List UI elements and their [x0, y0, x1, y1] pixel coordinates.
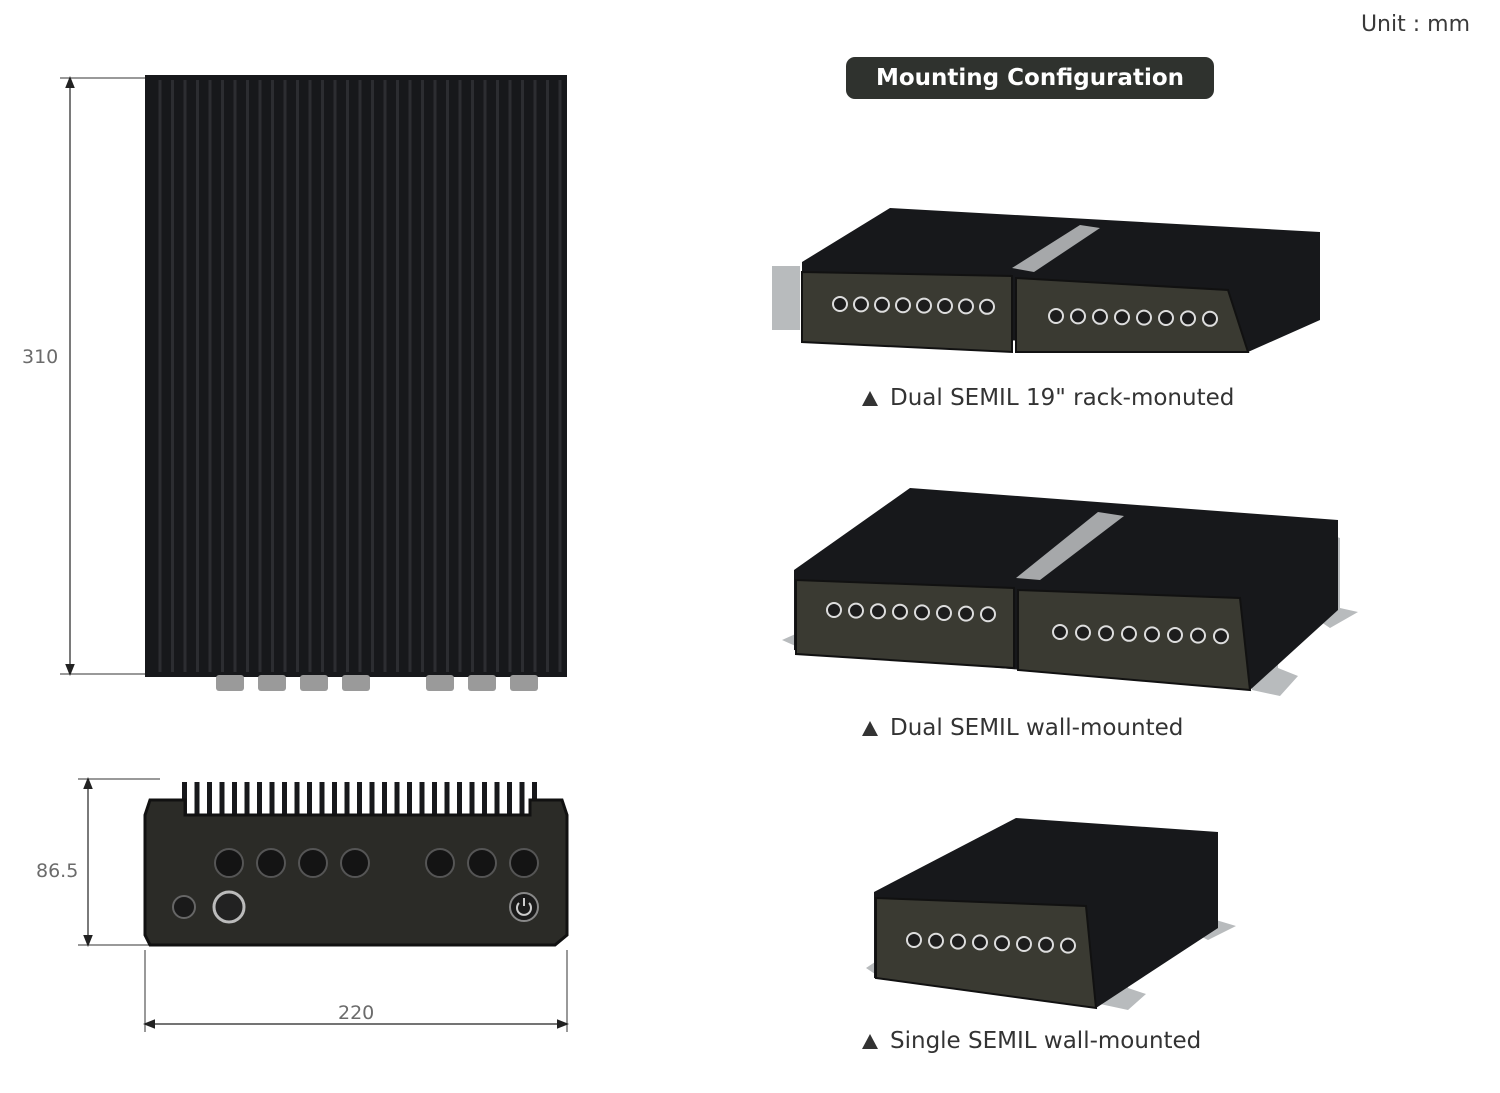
mounting-configuration-title: Mounting Configuration: [846, 57, 1214, 99]
width-dimension-label: 220: [338, 1002, 375, 1024]
depth-dimension-label: 310: [22, 346, 59, 368]
front-view-drawing: [78, 777, 569, 1032]
caption-dual-wall-mounted: Dual SEMIL wall-mounted: [862, 715, 1183, 741]
unit-label: Unit : mm: [1360, 12, 1470, 37]
dual-wall-mounted-image: [782, 488, 1358, 696]
triangle-up-icon: [862, 390, 878, 406]
caption-single-wall-mounted-text: Single SEMIL wall-mounted: [890, 1028, 1202, 1054]
triangle-up-icon: [862, 1033, 878, 1049]
triangle-up-icon: [862, 720, 878, 736]
caption-rack-mounted: Dual SEMIL 19" rack-monuted: [862, 385, 1234, 411]
connector-row-top-view: [216, 675, 538, 691]
height-dimension-label: 86.5: [36, 860, 79, 882]
top-view-drawing: [60, 75, 567, 691]
dual-rack-mounted-image: [772, 208, 1320, 354]
caption-rack-mounted-text: Dual SEMIL 19" rack-monuted: [890, 385, 1235, 411]
caption-single-wall-mounted: Single SEMIL wall-mounted: [862, 1028, 1201, 1054]
chassis-top: [145, 75, 567, 677]
single-wall-mounted-image: [866, 818, 1236, 1010]
caption-dual-wall-mounted-text: Dual SEMIL wall-mounted: [890, 715, 1184, 741]
